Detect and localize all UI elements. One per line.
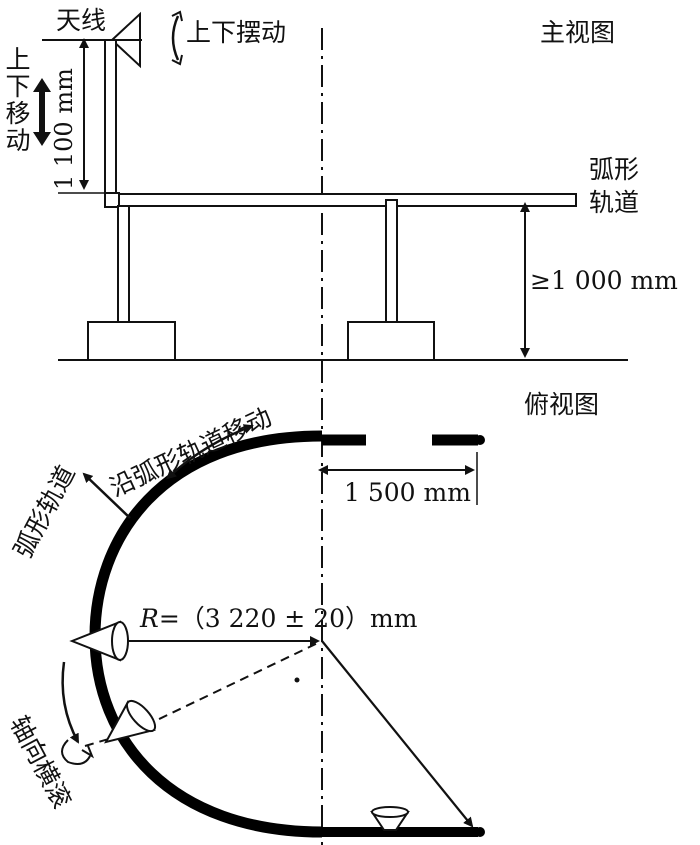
antenna-label: 天线 [56, 6, 107, 35]
radius-symbol: R= [140, 604, 180, 633]
arc-rail-front [104, 193, 577, 207]
axial-roll-arrow-icon [61, 661, 95, 765]
dim-1500-label: 1 500 mm [344, 478, 471, 507]
arc-rail-label: 弧形轨道 [589, 155, 640, 217]
mast-joint [104, 192, 120, 208]
antenna-horn-icon [69, 620, 129, 662]
radius-value: （3 220 ± 20）mm [179, 604, 418, 633]
swing-arrow-icon [171, 10, 183, 66]
vertical-move-label: 上下移动 [2, 46, 31, 154]
vertical-move-arrow-icon [33, 78, 51, 146]
front-view [42, 11, 628, 845]
rail-pointer [82, 472, 131, 519]
along-rail-arrow [166, 424, 254, 480]
dim-1000-label: ≥1 000 mm [530, 266, 678, 295]
support-leg-right [385, 199, 398, 323]
base-left [87, 321, 176, 361]
top-view-title: 俯视图 [524, 390, 600, 419]
dashed-sightline [131, 640, 323, 733]
diagonal-line [321, 640, 474, 828]
base-right [347, 321, 435, 361]
antenna-horn-icon [110, 11, 141, 69]
antenna-horn-icon [370, 806, 410, 831]
dim-1100-label: 1 100 mm [50, 68, 78, 190]
top-view [82, 424, 485, 838]
support-leg-left [117, 205, 130, 323]
antenna-horn-icon [104, 699, 157, 744]
antenna-mast [104, 39, 117, 197]
front-view-title: 主视图 [540, 18, 616, 47]
swing-label: 上下摆动 [186, 18, 287, 47]
radius-label: R=（3 220 ± 20）mm [140, 606, 417, 631]
